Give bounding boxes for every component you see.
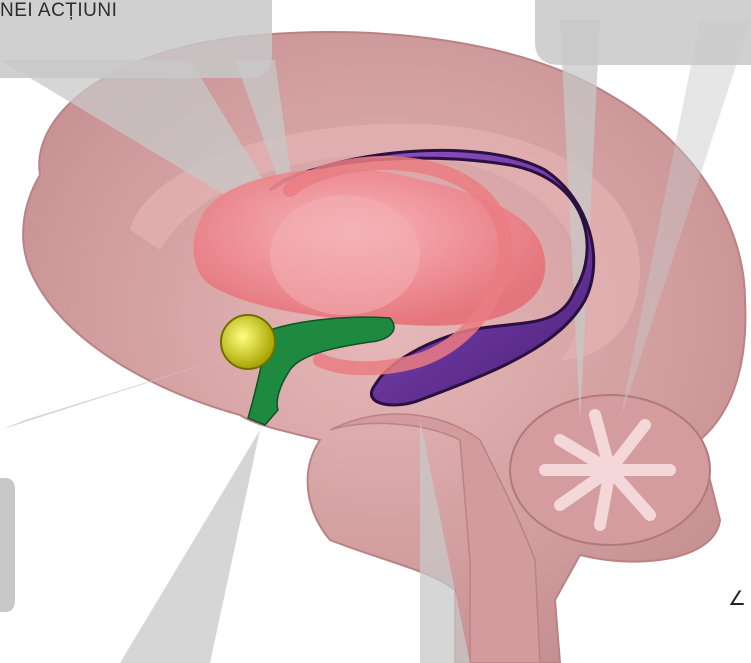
callout-label: NEI ACȚIUNI [0,0,117,22]
callout-box-top-right [535,0,751,65]
edge-mark: ∠ [728,586,746,611]
central-highlight [270,195,420,315]
callout-box-left [0,478,15,612]
cerebellum [510,395,710,545]
pituitary-gland [221,315,275,369]
